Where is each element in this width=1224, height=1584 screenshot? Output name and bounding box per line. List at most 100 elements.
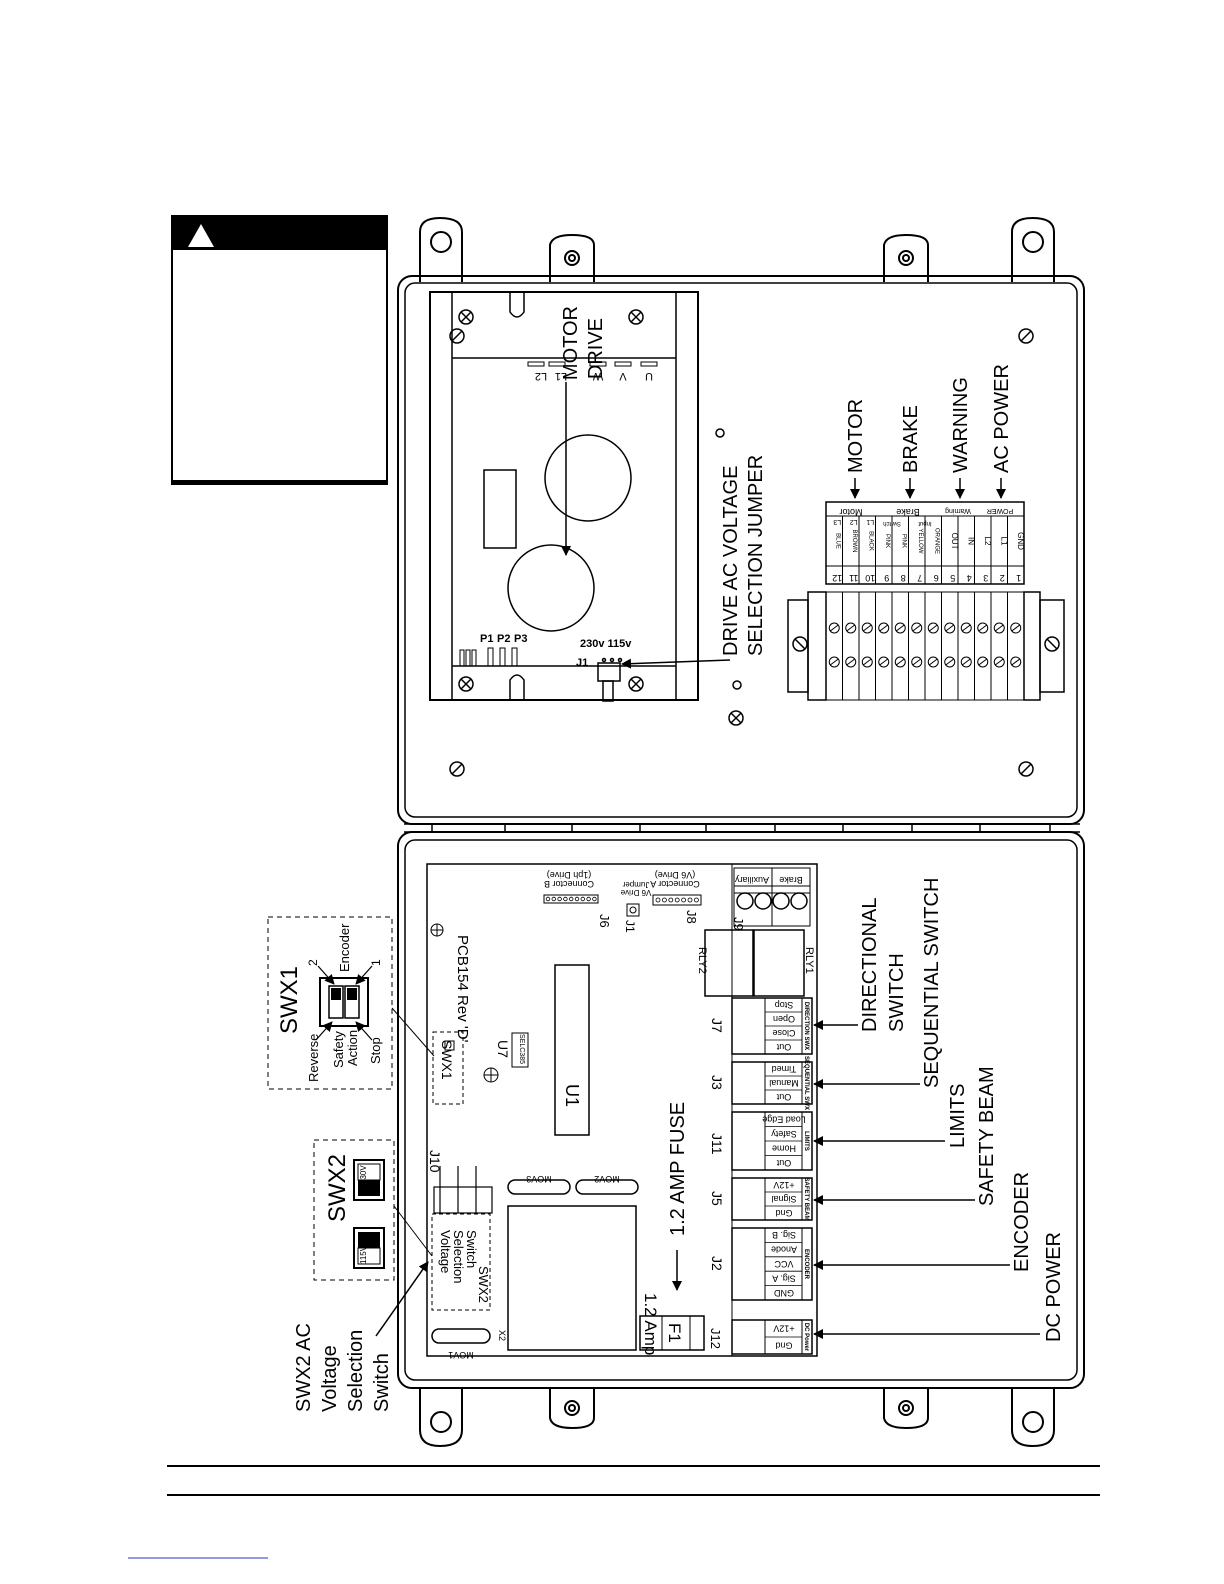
drive-pot-p3: P3 bbox=[514, 633, 527, 645]
terminal-wire-label: YELLOW bbox=[917, 528, 923, 553]
u7-chip-label: SELC385 bbox=[518, 1034, 525, 1064]
terminal-screw-slot bbox=[912, 658, 922, 666]
pin-icon bbox=[681, 897, 686, 903]
motor-code-label: L1 bbox=[866, 518, 874, 525]
swx1-stop-label: Stop bbox=[368, 1037, 383, 1064]
terminal-screw-icon bbox=[878, 622, 890, 634]
terminal-number: 7 bbox=[917, 573, 922, 583]
pin-icon bbox=[551, 896, 556, 902]
terminal-screw-icon bbox=[993, 622, 1005, 634]
swx1-pos2-label: 2 bbox=[306, 959, 320, 966]
terminal-id-label: J2 bbox=[709, 1256, 725, 1271]
pin-label: +12V bbox=[773, 1180, 794, 1190]
terminal-screw-icon bbox=[894, 622, 906, 634]
board-swx2-line3: Switch bbox=[464, 1230, 479, 1268]
pin-label: Home bbox=[772, 1143, 796, 1153]
connector-b-note: (1ph Drive) bbox=[547, 870, 592, 880]
directional-label-2: SWITCH bbox=[886, 953, 908, 1032]
pin-label: Manual bbox=[769, 1078, 799, 1088]
pin-icon bbox=[557, 896, 562, 902]
top-callout-arrows bbox=[561, 382, 1006, 669]
swx2-ac-callout: SWX2 AC Voltage Selection Switch bbox=[293, 1261, 429, 1412]
terminal-group-title: DC Power bbox=[803, 1323, 809, 1352]
drive-pot-p2: P2 bbox=[497, 633, 510, 645]
terminal-number: 10 bbox=[865, 573, 875, 583]
limits-label: LIMITS bbox=[947, 1084, 969, 1148]
terminal-id-label: J3 bbox=[709, 1075, 725, 1090]
sequential-switch-label: SEQUENTIAL SWITCH bbox=[921, 878, 943, 1088]
pin-icon bbox=[563, 896, 568, 902]
terminal-screw-slot bbox=[846, 658, 856, 666]
terminal-id-label: J11 bbox=[709, 1133, 725, 1155]
bottom-enclosure bbox=[397, 831, 1085, 1389]
terminal-screw-slot bbox=[978, 624, 988, 632]
strip-terminal bbox=[908, 591, 926, 701]
terminal-screw-icon bbox=[1010, 622, 1022, 634]
terminal-screw-slot bbox=[1011, 658, 1021, 666]
terminal-wire-label: PINK bbox=[884, 534, 890, 548]
motor-drive: L2 L1 W V U P1 P2 P3 230v 115v J1 bbox=[429, 291, 699, 702]
terminal-number: 8 bbox=[901, 573, 906, 583]
drive-voltage-label: 230v 115v bbox=[580, 638, 632, 650]
hinge bbox=[404, 823, 1080, 833]
terminal-block bbox=[731, 1177, 813, 1221]
terminal-block bbox=[731, 1227, 813, 1301]
pin-label: Open bbox=[773, 1014, 795, 1024]
pin-icon bbox=[569, 896, 574, 902]
terminal-screw-icon bbox=[828, 656, 840, 668]
j10-label: J10 bbox=[427, 1150, 443, 1173]
motor-code-label: L2 bbox=[850, 518, 858, 525]
terminal-wire-label: BLACK bbox=[867, 531, 873, 551]
terminal-screw-slot bbox=[879, 624, 889, 632]
pin-label: Sig. B bbox=[772, 1230, 796, 1240]
terminal-block bbox=[731, 1319, 813, 1355]
pin-icon bbox=[574, 896, 580, 902]
pin-icon bbox=[592, 896, 597, 902]
j1-label: J1 bbox=[623, 920, 637, 933]
brake-label: Brake bbox=[779, 875, 803, 885]
terminal-screw-slot bbox=[895, 624, 905, 632]
swx2-ac-label-1: SWX2 AC bbox=[293, 1323, 315, 1412]
terminal-number: 9 bbox=[884, 573, 889, 583]
terminal-screw-icon bbox=[927, 622, 939, 634]
j6-label: J6 bbox=[597, 914, 612, 928]
pin-label: +12V bbox=[773, 1324, 794, 1334]
j12-label: J12 bbox=[708, 1328, 723, 1349]
terminal-group-title: LIMITS bbox=[803, 1131, 809, 1151]
terminal-screw-icon bbox=[977, 622, 989, 634]
pin-label: GND bbox=[774, 1288, 795, 1298]
drive-terminal-w: W bbox=[592, 370, 603, 382]
drive-pot-p1: P1 bbox=[480, 633, 493, 645]
j8-label: J8 bbox=[684, 910, 699, 924]
pin-label: Gnd bbox=[775, 1208, 792, 1218]
fuse-rating-label: 1.2 Amp bbox=[641, 1293, 660, 1355]
terminal-block bbox=[731, 1061, 813, 1105]
terminal-screw-icon bbox=[960, 656, 972, 668]
drive-jumper-label-1: DRIVE AC VOLTAGE bbox=[720, 466, 742, 656]
terminal-group-title: ENCODER bbox=[803, 1249, 809, 1280]
pin-icon bbox=[662, 897, 667, 903]
terminal-screw-slot bbox=[978, 658, 988, 666]
drive-terminal-l2: L2 bbox=[535, 370, 547, 382]
mov1-label: MOV1 bbox=[448, 1350, 474, 1360]
terminal-screw-slot bbox=[895, 658, 905, 666]
terminal-wire-label: L2 bbox=[983, 537, 992, 546]
board-swx2-line1: Voltage bbox=[438, 1230, 453, 1273]
terminal-screw-icon bbox=[911, 656, 923, 668]
pin-label: Load Edge bbox=[762, 1114, 806, 1124]
terminal-screw-slot bbox=[829, 624, 839, 632]
terminal-number: 3 bbox=[983, 573, 988, 583]
u7-label: U7 bbox=[495, 1040, 511, 1058]
terminal-screw-icon bbox=[861, 656, 873, 668]
strip-terminal bbox=[1007, 591, 1025, 701]
brake-callout-label: BRAKE bbox=[900, 405, 922, 473]
pin-label: Gnd bbox=[775, 1341, 792, 1351]
terminal-number: 5 bbox=[950, 573, 955, 583]
u1-label: U1 bbox=[562, 1084, 582, 1107]
swx2-title: SWX2 bbox=[324, 1154, 351, 1222]
terminal-id-label: J5 bbox=[709, 1191, 725, 1206]
terminal-screw-slot bbox=[846, 624, 856, 632]
terminal-block bbox=[731, 997, 813, 1055]
swx2-115v-label: 115V bbox=[359, 1245, 368, 1264]
